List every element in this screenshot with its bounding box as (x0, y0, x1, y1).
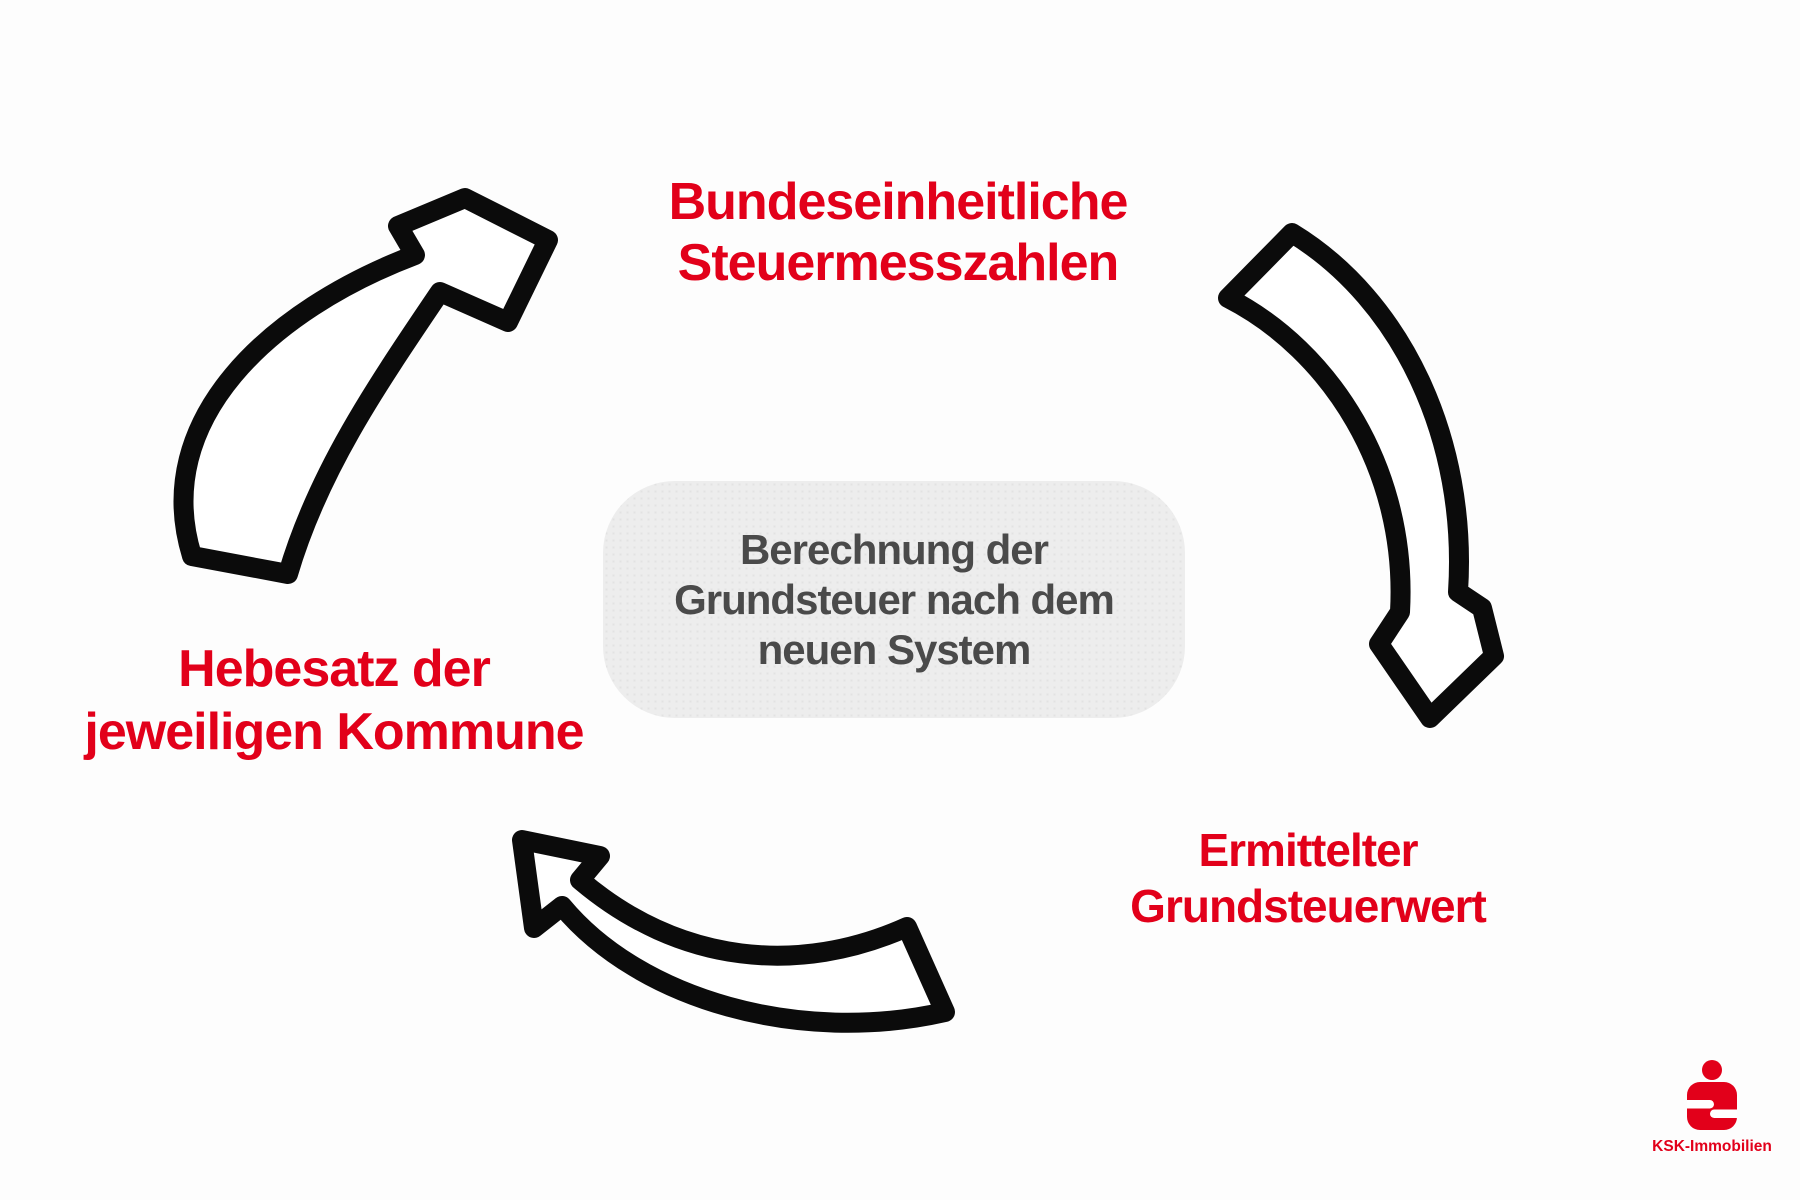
brand-logo: KSK-Immobilien (1652, 1060, 1772, 1156)
arrow-left-to-top-icon (173, 188, 558, 584)
center-box-label: Berechnung der Grundsteuer nach dem neue… (674, 525, 1115, 673)
node-left-label: Hebesatz der jeweiligen Kommune (84, 640, 584, 761)
node-top-label: Bundeseinheitliche Steuermesszahlen (668, 173, 1129, 292)
node-right-label: Ermittelter Grundsteuerwert (1130, 824, 1487, 932)
brand-name: KSK-Immobilien (1652, 1138, 1772, 1155)
center-box: Berechnung der Grundsteuer nach dem neue… (603, 481, 1185, 718)
sparkasse-s-icon (1687, 1060, 1737, 1130)
arrow-top-to-right-icon (1218, 223, 1504, 728)
arrow-right-to-left-icon (512, 830, 955, 1033)
